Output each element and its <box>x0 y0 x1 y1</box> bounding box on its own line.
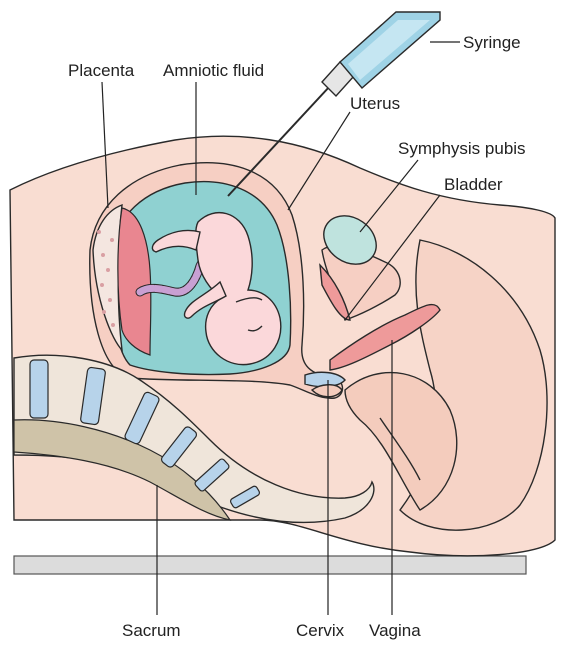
label-syringe: Syringe <box>463 33 521 52</box>
label-cervix: Cervix <box>296 621 345 640</box>
label-sacrum: Sacrum <box>122 621 181 640</box>
label-placenta: Placenta <box>68 61 135 80</box>
label-symphysis-pubis: Symphysis pubis <box>398 139 526 158</box>
label-amniotic-fluid: Amniotic fluid <box>163 61 264 80</box>
exam-table <box>14 556 526 574</box>
label-bladder: Bladder <box>444 175 503 194</box>
label-vagina: Vagina <box>369 621 421 640</box>
label-uterus: Uterus <box>350 94 400 113</box>
